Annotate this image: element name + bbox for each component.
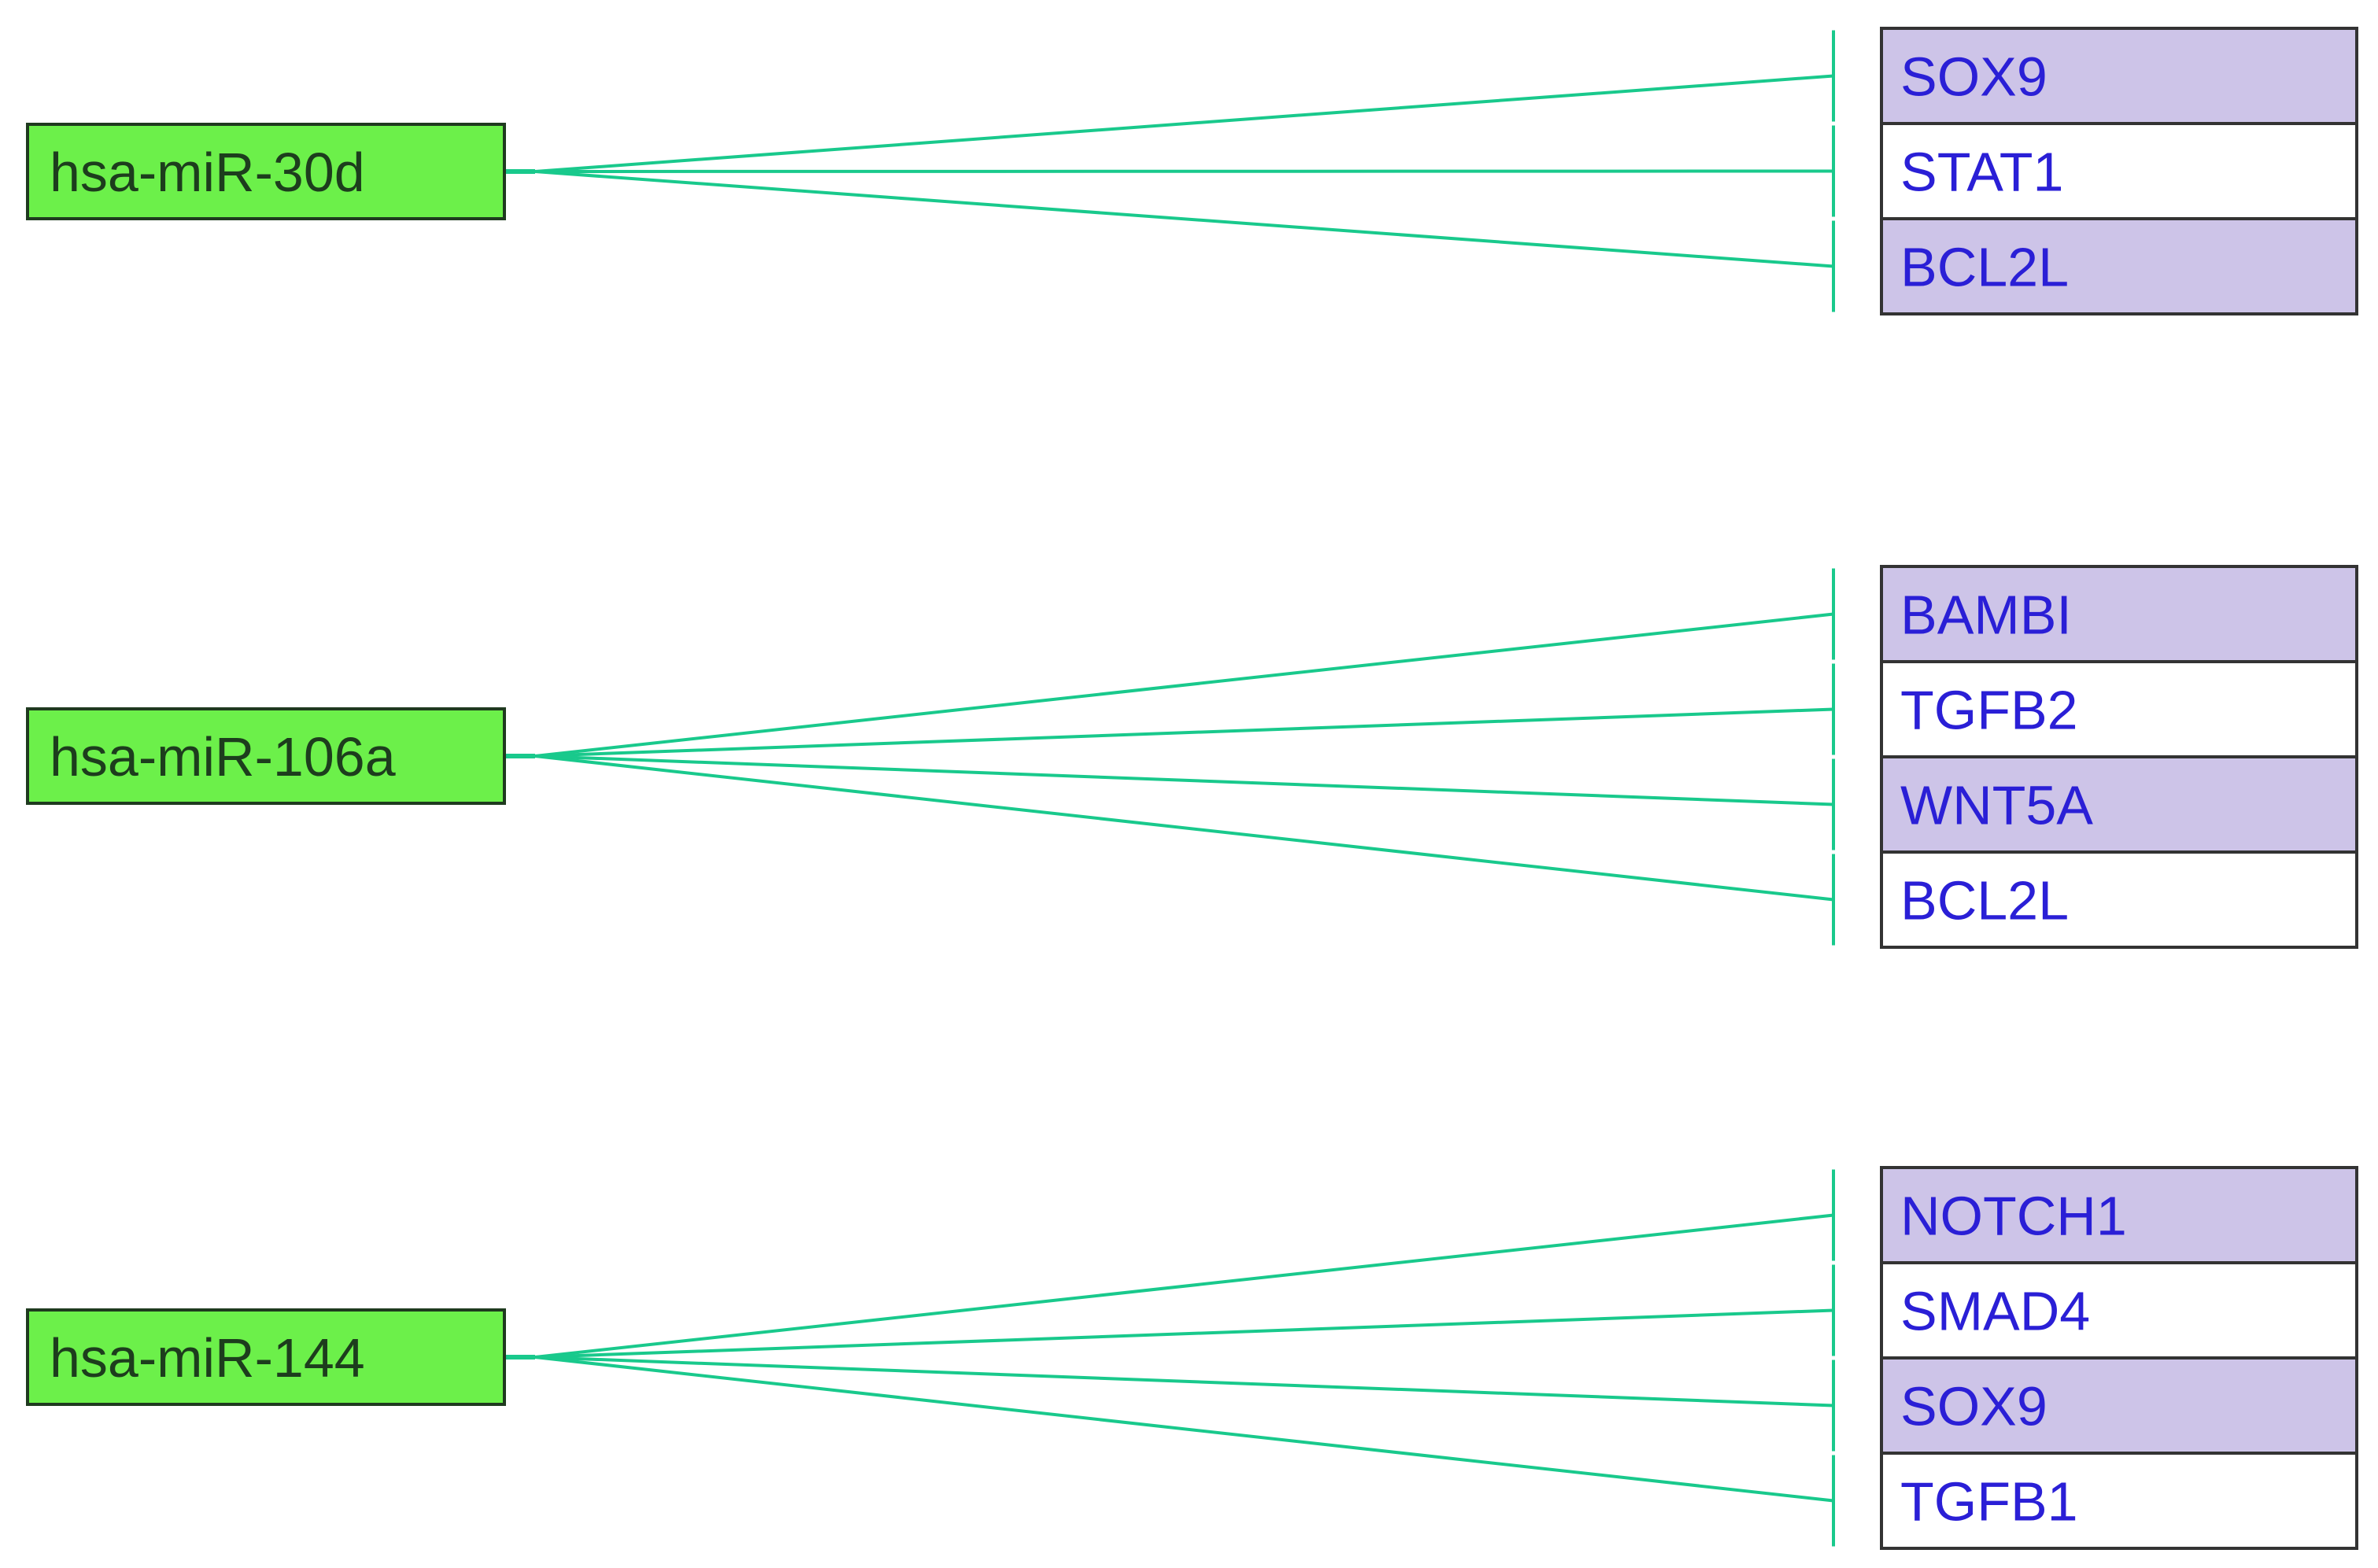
target-gene-box: [1880, 565, 2358, 663]
mirna-label: hsa-miR-106a: [50, 726, 396, 788]
inhibition-edge: [534, 754, 1834, 806]
target-gene-cell[interactable]: WNT5A: [1880, 755, 2358, 854]
target-gene-label: SOX9: [1900, 46, 2048, 108]
inhibition-edge: [534, 170, 1834, 268]
target-gene-box: [1880, 27, 2358, 125]
target-gene-label: SOX9: [1900, 1376, 2048, 1437]
mirna-label: hsa-miR-144: [50, 1327, 365, 1389]
target-gene-cell[interactable]: STAT1: [1880, 122, 2358, 220]
target-gene-cell[interactable]: SOX9: [1880, 1356, 2358, 1455]
inhibition-edge: [534, 74, 1834, 173]
mirna-node[interactable]: hsa-miR-106a: [26, 707, 506, 805]
target-gene-cell[interactable]: BAMBI: [1880, 565, 2358, 663]
mirna-label: hsa-miR-30d: [50, 142, 365, 203]
target-gene-label: NOTCH1: [1900, 1186, 2127, 1247]
target-gene-box: [1880, 1166, 2358, 1264]
target-gene-box: [1880, 850, 2358, 949]
target-gene-box: [1880, 122, 2358, 220]
target-gene-box: [1880, 1356, 2358, 1455]
target-gene-cell[interactable]: SMAD4: [1880, 1261, 2358, 1360]
inhibition-edge: [534, 1356, 1834, 1503]
target-gene-label: TGFB1: [1900, 1471, 2078, 1533]
target-gene-label: BCL2L: [1900, 237, 2069, 298]
target-gene-label: BCL2L: [1900, 870, 2069, 932]
target-gene-cell[interactable]: TGFB1: [1880, 1452, 2358, 1550]
target-gene-cell[interactable]: NOTCH1: [1880, 1166, 2358, 1264]
inhibition-edge: [534, 1308, 1834, 1359]
mirna-node-box: [26, 1308, 506, 1406]
mirna-node[interactable]: hsa-miR-30d: [26, 123, 506, 220]
target-gene-label: STAT1: [1900, 142, 2063, 203]
target-gene-label: BAMBI: [1900, 585, 2072, 646]
target-gene-box: [1880, 1452, 2358, 1550]
target-gene-label: SMAD4: [1900, 1281, 2090, 1342]
inhibition-edge: [534, 1356, 1834, 1408]
mirna-node-box: [26, 123, 506, 220]
inhibition-edge: [534, 707, 1834, 758]
target-gene-box: [1880, 660, 2358, 758]
inhibition-edge: [534, 612, 1834, 758]
target-gene-cell[interactable]: BCL2L: [1880, 217, 2358, 315]
target-gene-cell[interactable]: BCL2L: [1880, 850, 2358, 949]
mirna-node-box: [26, 707, 506, 805]
inhibition-edge: [534, 1213, 1834, 1359]
inhibition-edge: [534, 754, 1834, 902]
target-gene-cell[interactable]: TGFB2: [1880, 660, 2358, 758]
target-gene-box: [1880, 755, 2358, 854]
target-gene-cell[interactable]: SOX9: [1880, 27, 2358, 125]
target-gene-box: [1880, 217, 2358, 315]
target-gene-box: [1880, 1261, 2358, 1360]
target-gene-label: WNT5A: [1900, 775, 2093, 836]
target-gene-label: TGFB2: [1900, 680, 2078, 741]
mirna-node[interactable]: hsa-miR-144: [26, 1308, 506, 1406]
